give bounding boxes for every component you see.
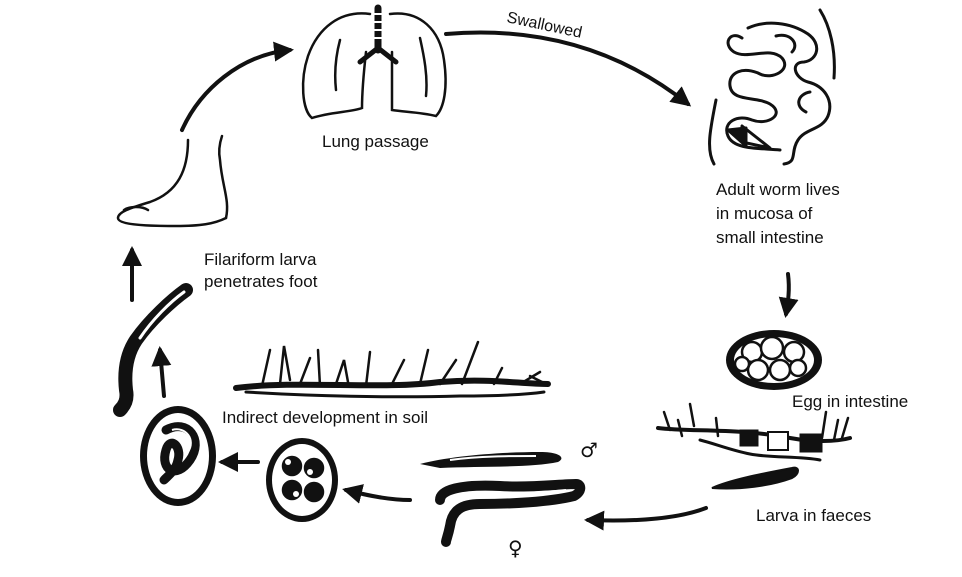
arrow-larva-egg-up — [151, 346, 172, 398]
lungs-illustration — [301, 4, 447, 120]
label-adult-worm-line2: in mucosa of — [716, 204, 813, 223]
soil-egg-illustration — [266, 438, 338, 522]
label-adult-worm-line3: small intestine — [716, 228, 824, 247]
arrow-intestine-to-egg — [778, 272, 799, 318]
cycle-arrows — [122, 30, 799, 531]
male-worm-illustration — [420, 452, 562, 468]
label-egg-in-intestine: Egg in intestine — [792, 392, 909, 411]
label-larva-in-faeces: Larva in faeces — [756, 506, 872, 525]
female-symbol: ♀ — [508, 536, 523, 560]
arrow-worms-to-egg — [342, 484, 412, 504]
label-indirect-development: Indirect development in soil — [222, 408, 429, 427]
egg-illustration — [726, 330, 822, 390]
arrow-faeces-to-soil — [584, 506, 708, 531]
faeces-illustration — [656, 402, 852, 490]
female-worm-illustration — [435, 478, 586, 547]
arrow-foot-to-lungs — [180, 41, 294, 132]
arrow-swallowed — [444, 30, 692, 107]
male-symbol: ♂ — [580, 438, 598, 462]
intestines-illustration — [708, 8, 836, 166]
foot-illustration — [116, 134, 229, 228]
filariform-larva-illustration — [113, 283, 193, 417]
soil-illustration — [233, 340, 551, 399]
label-lung-passage: Lung passage — [322, 132, 429, 151]
label-filariform-line2: penetrates foot — [204, 272, 318, 291]
label-filariform-line1: Filariform larva — [204, 250, 317, 269]
label-adult-worm-line1: Adult worm lives — [716, 180, 840, 199]
larva-egg-illustration — [140, 406, 216, 506]
